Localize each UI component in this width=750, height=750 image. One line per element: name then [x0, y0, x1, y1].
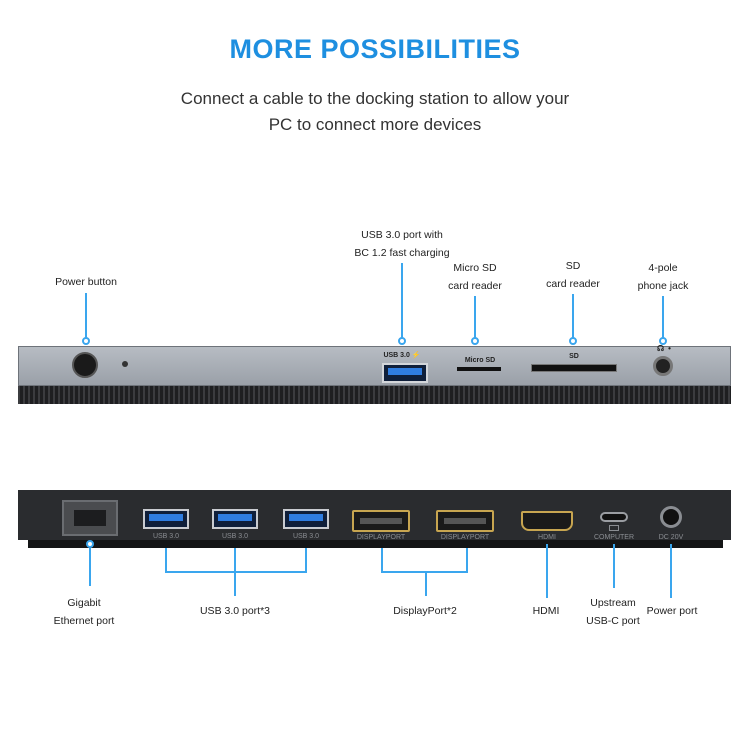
ethernet-port[interactable] [62, 500, 118, 536]
label-microsd-line2: card reader [448, 280, 502, 292]
dock-back-base [28, 540, 723, 548]
label-ethernet-line2: Ethernet port [53, 615, 115, 627]
connector-line [425, 571, 427, 596]
label-usb-back: USB 3.0 port*3 [199, 605, 271, 617]
computer-icon [609, 525, 619, 531]
connector-line [165, 548, 167, 572]
dc-marking: DC 20V [658, 534, 684, 541]
label-phone-line1: 4-pole [648, 262, 678, 274]
subtitle-line-1: Connect a cable to the docking station t… [180, 89, 570, 108]
front-usb-port[interactable] [382, 363, 428, 383]
label-usbc-line1: Upstream [590, 597, 636, 609]
connector-dot [659, 337, 667, 345]
microsd-slot[interactable] [457, 367, 501, 371]
connector-line [474, 296, 476, 341]
sd-slot[interactable] [531, 364, 617, 372]
computer-marking: COMPUTER [593, 534, 635, 541]
dp-2-marking: DISPLAYPORT [440, 534, 490, 541]
connector-dot [86, 540, 94, 548]
back-usb-port-1[interactable] [143, 509, 189, 529]
microsd-marking: Micro SD [464, 357, 496, 364]
usb-3-marking: USB 3.0 [292, 533, 320, 540]
connector-line [89, 548, 91, 586]
usb-tongue [388, 368, 422, 375]
label-hdmi: HDMI [532, 605, 560, 617]
ethernet-jack [74, 510, 106, 526]
back-usb-port-2[interactable] [212, 509, 258, 529]
hdmi-port[interactable] [521, 511, 573, 531]
label-displayport: DisplayPort*2 [393, 605, 457, 617]
usb-port-marking: USB 3.0 ⚡ [383, 352, 421, 359]
label-usb-line2: BC 1.2 fast charging [354, 247, 450, 259]
connector-line [85, 293, 87, 341]
hdmi-marking: HDMI [538, 534, 556, 541]
dock-front-vent [18, 386, 731, 404]
connector-line [165, 571, 307, 573]
usb-1-marking: USB 3.0 [152, 533, 180, 540]
label-ethernet-line1: Gigabit [67, 597, 101, 609]
connector-dot [569, 337, 577, 345]
connector-line [662, 296, 664, 341]
usb-c-port[interactable] [600, 512, 628, 522]
displayport-1[interactable] [352, 510, 410, 532]
connector-line [401, 263, 403, 341]
connector-line [466, 548, 468, 572]
connector-line [381, 548, 383, 572]
connector-dot [471, 337, 479, 345]
connector-dot [398, 337, 406, 345]
label-power-port: Power port [646, 605, 698, 617]
connector-line [670, 544, 672, 598]
subtitle-line-2: PC to connect more devices [268, 115, 482, 134]
phone-jack[interactable] [653, 356, 673, 376]
label-usb-line1: USB 3.0 port with [361, 229, 443, 241]
page-title: MORE POSSIBILITIES [229, 34, 521, 64]
connector-line [572, 294, 574, 341]
connector-line [381, 571, 468, 573]
usb-2-marking: USB 3.0 [221, 533, 249, 540]
label-microsd-line1: Micro SD [453, 262, 497, 274]
label-sd-line2: card reader [546, 278, 600, 290]
displayport-2[interactable] [436, 510, 494, 532]
headset-mic-marking: ☊ • [657, 344, 671, 353]
connector-dot [82, 337, 90, 345]
power-button[interactable] [72, 352, 98, 378]
label-usbc-line2: USB-C port [586, 615, 640, 627]
back-usb-port-3[interactable] [283, 509, 329, 529]
sd-marking: SD [569, 353, 579, 360]
connector-line [613, 544, 615, 588]
label-power-button: Power button [55, 276, 117, 288]
dc-power-jack[interactable] [660, 506, 682, 528]
label-phone-line2: phone jack [637, 280, 689, 292]
led-indicator [122, 361, 128, 367]
label-sd-line1: SD [565, 260, 581, 272]
connector-line [305, 548, 307, 572]
dp-1-marking: DISPLAYPORT [356, 534, 406, 541]
connector-line [546, 544, 548, 598]
